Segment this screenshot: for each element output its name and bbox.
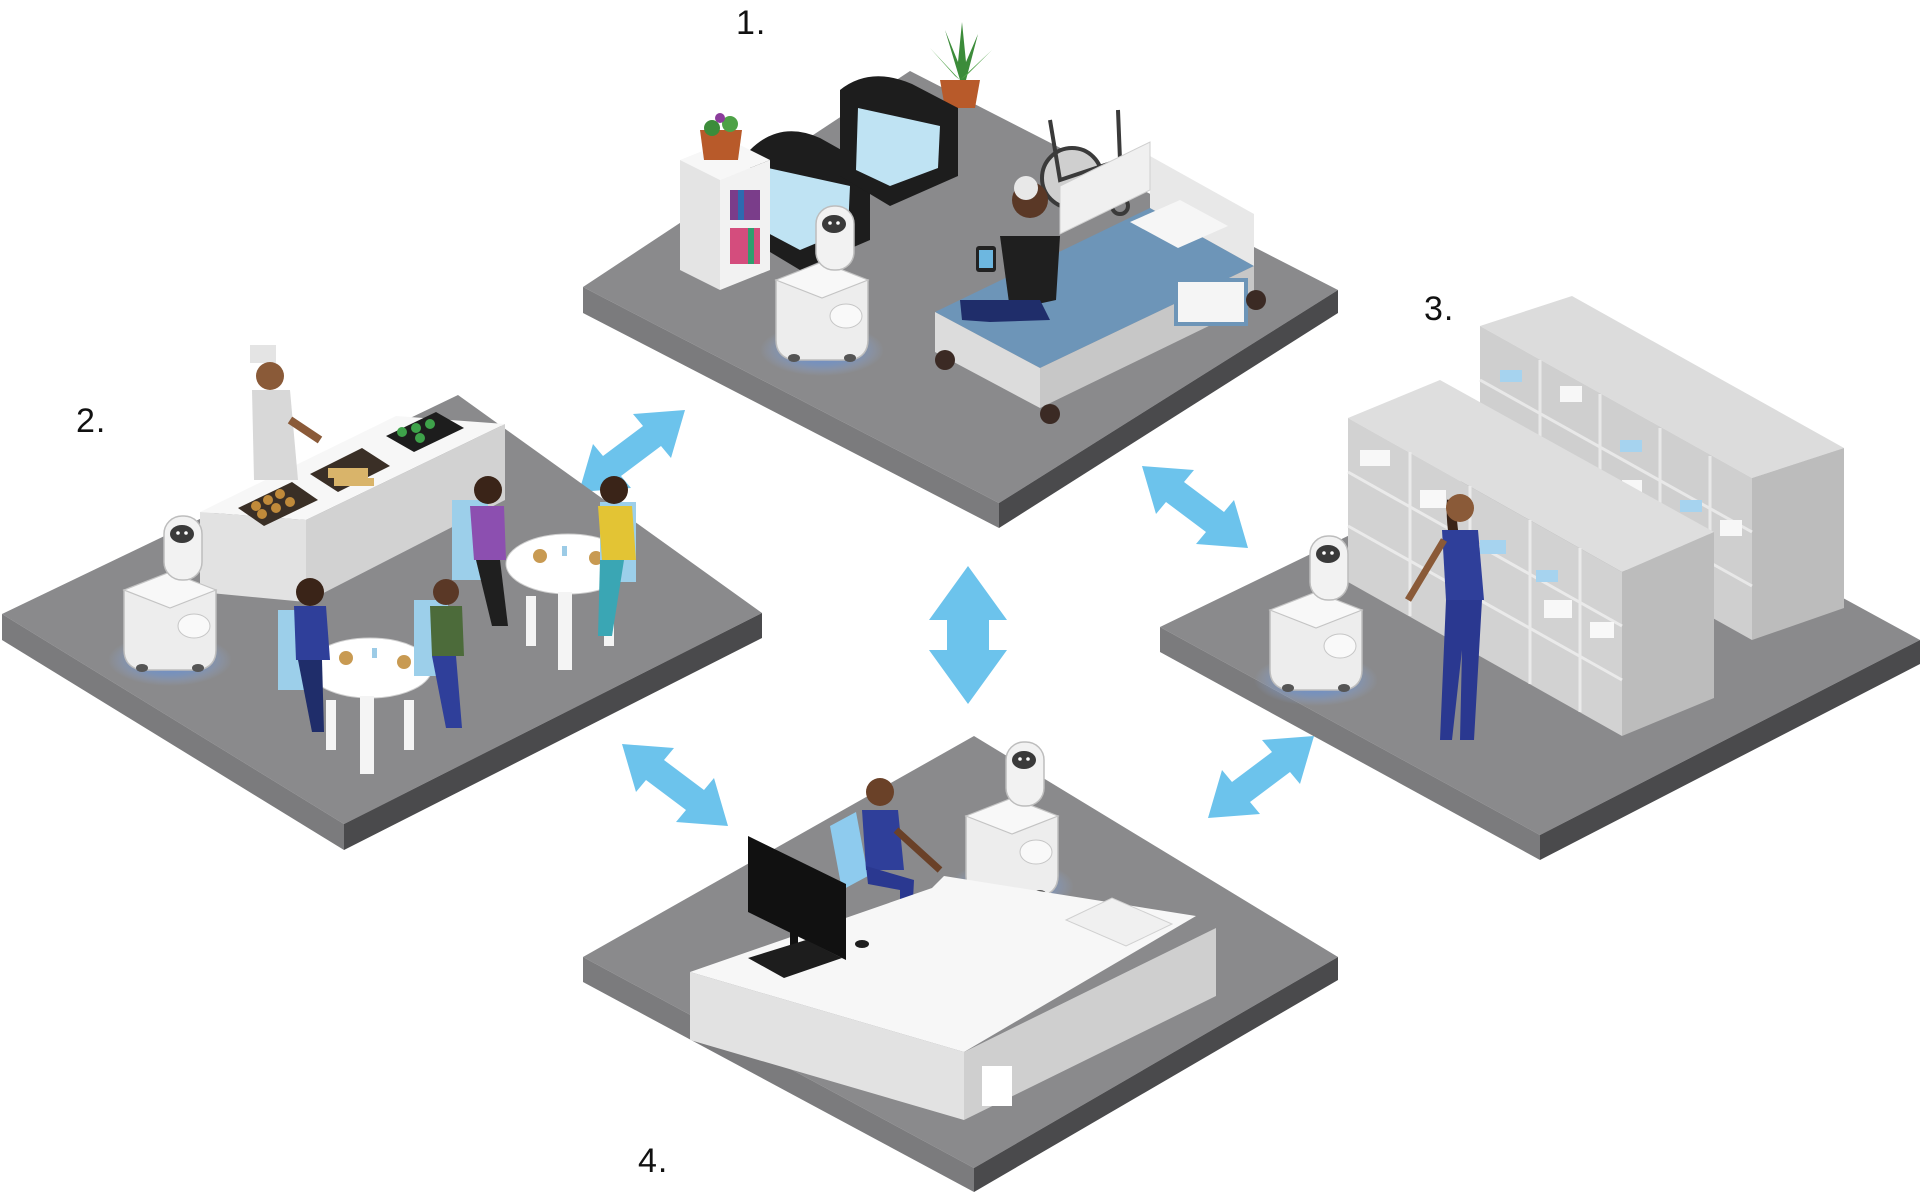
arrow-room1-room4 (929, 566, 1007, 704)
arrows (579, 410, 1314, 826)
room1-patient-room (583, 22, 1338, 528)
patient-icon (960, 176, 1060, 322)
room3-supply-storage (1160, 296, 1920, 860)
room2-floor (2, 395, 762, 824)
bookshelf-icon (680, 113, 770, 290)
potted-plant-icon (930, 22, 992, 108)
hospital-bed-icon (935, 141, 1266, 424)
chef-icon (250, 345, 323, 480)
arrow-room2-room1 (579, 410, 685, 492)
arrow-room3-room4 (1208, 736, 1314, 818)
seated-nurse-icon (830, 778, 943, 920)
arrow-room1-room3 (1142, 466, 1248, 548)
computer-monitor-icon (748, 836, 869, 978)
supply-shelf-icon (1347, 380, 1714, 736)
reception-desk-icon (690, 876, 1216, 1120)
arrow-room2-room4 (622, 744, 728, 826)
room3-label: 3. (1424, 290, 1455, 328)
nurse-icon (1404, 494, 1484, 740)
room1-label: 1. (736, 4, 767, 42)
room4-nurse-station (583, 736, 1338, 1192)
diner-icon (278, 476, 636, 732)
room4-label: 4. (638, 1142, 669, 1180)
room2-dining-area (2, 345, 762, 850)
serving-counter-icon (200, 412, 505, 602)
room2-label: 2. (76, 402, 107, 440)
